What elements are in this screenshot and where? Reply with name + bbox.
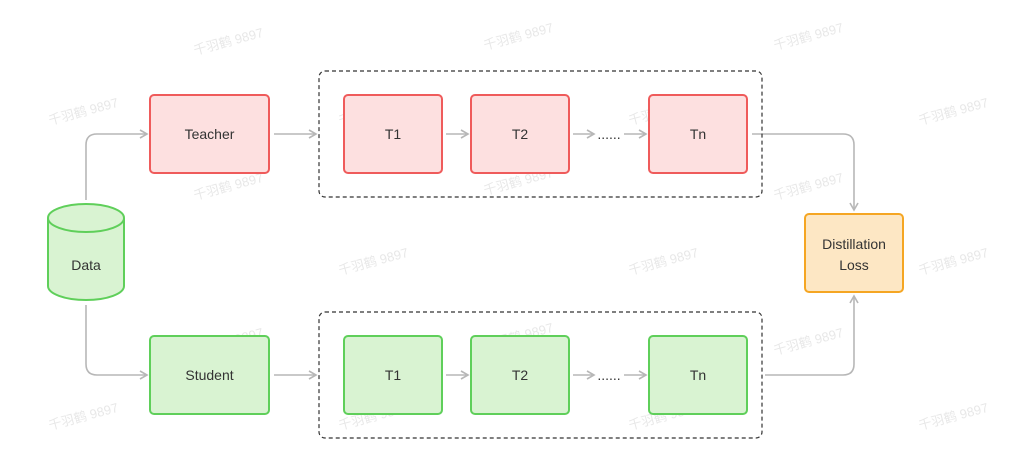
teacher-step-t1-label: T1 bbox=[385, 126, 402, 142]
teacher-steps-group bbox=[318, 70, 763, 198]
student-step-t1 bbox=[343, 335, 443, 415]
teacher-step-tn bbox=[648, 94, 748, 174]
distillation-loss-line2: Loss bbox=[839, 257, 869, 273]
watermark: 千羽鹤 9897 bbox=[47, 95, 120, 128]
watermark: 千羽鹤 9897 bbox=[772, 170, 845, 203]
watermark: 千羽鹤 9897 bbox=[337, 245, 410, 278]
data-label: Data bbox=[71, 257, 101, 273]
teacher-ellipsis: ...... bbox=[597, 126, 620, 142]
teacher-step-tn-label: Tn bbox=[690, 126, 706, 142]
watermark: 千羽鹤 9897 bbox=[192, 170, 265, 203]
student-ellipsis: ...... bbox=[597, 367, 620, 383]
teacher-label: Teacher bbox=[185, 126, 235, 142]
data-node: Data bbox=[47, 203, 125, 301]
teacher-node bbox=[149, 94, 270, 174]
student-step-tn bbox=[648, 335, 748, 415]
student-step-t2-label: T2 bbox=[512, 367, 529, 383]
student-step-tn-label: Tn bbox=[690, 367, 706, 383]
distillation-loss-line1: Distillation bbox=[822, 236, 886, 252]
student-step-t2 bbox=[470, 335, 570, 415]
arrow-teacher-to-loss bbox=[752, 133, 859, 212]
watermark: 千羽鹤 9897 bbox=[917, 400, 990, 433]
connectors bbox=[85, 129, 859, 380]
watermark: 千羽鹤 9897 bbox=[772, 325, 845, 358]
data-cylinder-body bbox=[47, 218, 125, 301]
teacher-step-t1 bbox=[343, 94, 443, 174]
student-row: Student T1 T2 ...... Tn bbox=[149, 335, 748, 415]
student-steps-group bbox=[318, 311, 763, 439]
watermark: 千羽鹤 9897 bbox=[482, 20, 555, 53]
watermark: 千羽鹤 9897 bbox=[47, 400, 120, 433]
student-step-t1-label: T1 bbox=[385, 367, 402, 383]
teacher-step-t2-label: T2 bbox=[512, 126, 529, 142]
watermark: 千羽鹤 9897 bbox=[627, 245, 700, 278]
teacher-step-t2 bbox=[470, 94, 570, 174]
arrow-data-to-student bbox=[85, 305, 149, 380]
distillation-loss-node bbox=[804, 213, 904, 293]
watermark: 千羽鹤 9897 bbox=[917, 245, 990, 278]
arrow-data-to-teacher bbox=[85, 129, 149, 200]
teacher-row: Teacher T1 T2 ...... Tn bbox=[149, 94, 748, 174]
data-cylinder-top bbox=[47, 203, 125, 233]
watermark: 千羽鹤 9897 bbox=[917, 95, 990, 128]
student-node bbox=[149, 335, 270, 415]
student-label: Student bbox=[185, 367, 233, 383]
watermark: 千羽鹤 9897 bbox=[772, 20, 845, 53]
watermark: 千羽鹤 9897 bbox=[192, 25, 265, 58]
loss-node-group: Distillation Loss bbox=[804, 213, 904, 293]
arrow-student-to-loss bbox=[765, 294, 859, 376]
